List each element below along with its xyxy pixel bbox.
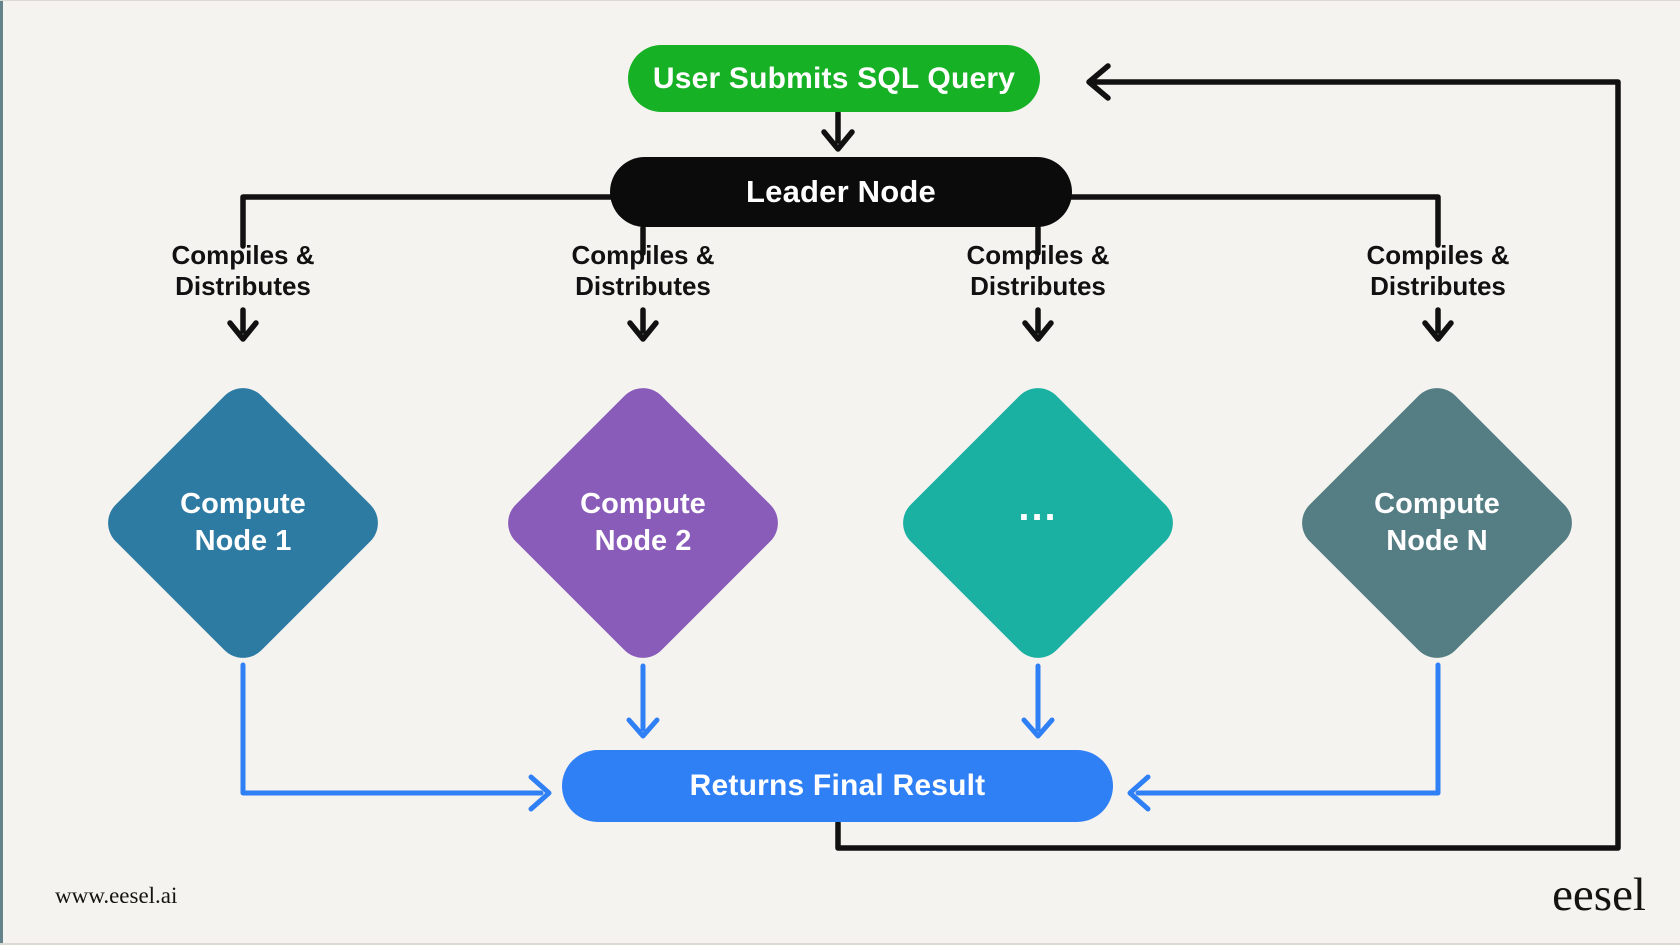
node-compute-n-label: Compute Node N xyxy=(1334,420,1540,626)
edge-label-line: Compiles & xyxy=(1366,240,1510,270)
node-leader: Leader Node xyxy=(610,157,1072,227)
node-label-line: Node 1 xyxy=(194,525,292,557)
line-leader-to-col4 xyxy=(1065,194,1441,248)
edge-label-compiles-distributes-4: Compiles & Distributes xyxy=(1308,240,1568,302)
node-user-submits-query-label: User Submits SQL Query xyxy=(652,61,1016,95)
node-compute-n: Compute Node N xyxy=(1291,377,1583,669)
arrow-node3-to-result xyxy=(1021,663,1055,739)
top-border-line xyxy=(0,0,1680,1)
node-label-line: Node N xyxy=(1386,525,1488,557)
node-user-submits-query: User Submits SQL Query xyxy=(628,45,1040,112)
eesel-logo: eesel xyxy=(1552,869,1646,921)
node-returns-final-result-label: Returns Final Result xyxy=(689,769,986,802)
node-label-line: Compute xyxy=(1374,488,1500,520)
node-label-line: Node 2 xyxy=(594,525,692,557)
edge-label-compiles-distributes-3: Compiles & Distributes xyxy=(908,240,1168,302)
arrow-distributes-col3 xyxy=(1022,307,1054,342)
edge-label-compiles-distributes-2: Compiles & Distributes xyxy=(513,240,773,302)
edge-label-line: Distributes xyxy=(575,271,711,301)
node-leader-label: Leader Node xyxy=(746,174,936,209)
line-leader-to-col1 xyxy=(240,194,618,249)
node-compute-2-label: Compute Node 2 xyxy=(540,420,746,626)
arrow-distributes-col1 xyxy=(227,307,259,342)
node-returns-final-result: Returns Final Result xyxy=(562,750,1113,822)
arrow-distributes-col4 xyxy=(1422,307,1454,342)
node-label-line: Compute xyxy=(580,488,706,520)
edge-label-line: Distributes xyxy=(175,271,311,301)
edge-label-line: Compiles & xyxy=(171,240,315,270)
node-label-line: ... xyxy=(1018,484,1058,529)
node-label-line: Compute xyxy=(180,488,306,520)
node-compute-ellipsis-label: ... xyxy=(935,420,1141,626)
arrow-query-to-leader xyxy=(821,110,855,152)
arrow-node2-to-result xyxy=(626,663,660,739)
website-url: www.eesel.ai xyxy=(55,883,178,908)
node-compute-2: Compute Node 2 xyxy=(497,377,789,669)
edge-label-line: Distributes xyxy=(970,271,1106,301)
arrow-node4-to-result xyxy=(1127,662,1441,812)
edge-label-line: Compiles & xyxy=(966,240,1110,270)
edge-label-compiles-distributes-1: Compiles & Distributes xyxy=(113,240,373,302)
node-compute-ellipsis: ... xyxy=(892,377,1184,669)
edge-label-line: Distributes xyxy=(1370,271,1506,301)
node-compute-1: Compute Node 1 xyxy=(97,377,389,669)
arrow-node1-to-result xyxy=(240,662,552,812)
left-border-strip xyxy=(0,0,3,945)
arrow-result-to-query-loop xyxy=(835,63,1621,851)
arrow-distributes-col2 xyxy=(627,307,659,342)
bottom-border-line xyxy=(0,943,1680,945)
node-compute-1-label: Compute Node 1 xyxy=(140,420,346,626)
edge-label-line: Compiles & xyxy=(571,240,715,270)
